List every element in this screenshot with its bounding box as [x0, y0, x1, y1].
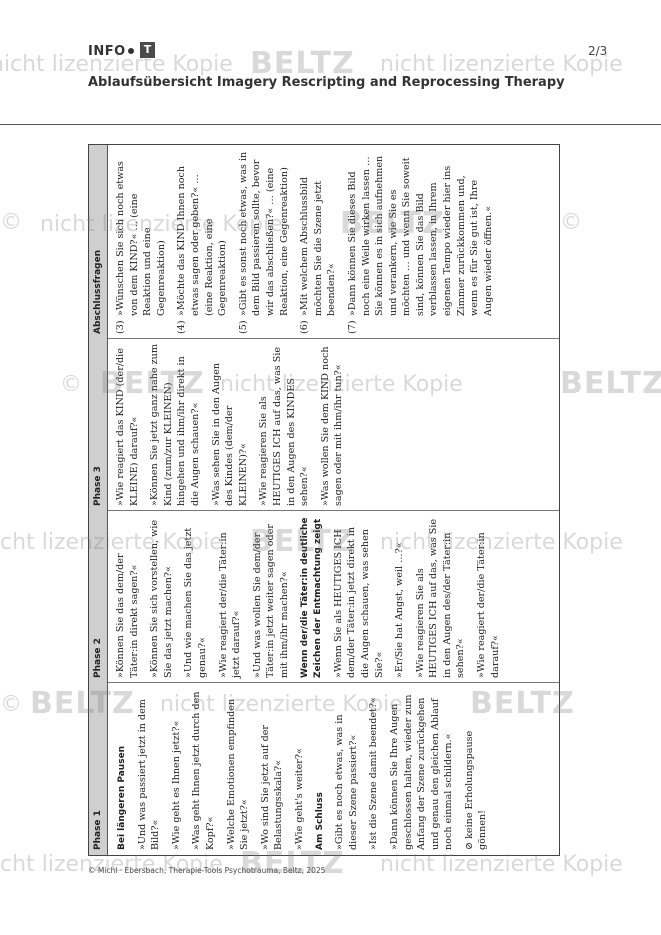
no-sign-icon: ⊘ — [463, 838, 475, 850]
question-text: »Wünschen Sie sich noch etwas von dem KI… — [115, 161, 167, 316]
header-divider — [0, 124, 661, 125]
question: »Wie geht's weiter?« — [293, 748, 305, 850]
numbered-question: (6) »Mit welchem Abschlussbild möchten Si… — [298, 150, 339, 334]
question-text: »Dann können Sie dieses Bild noch eine W… — [346, 155, 494, 316]
question: »Können Sie sich vorstellen, wie Sie das… — [149, 519, 174, 678]
question: »Können Sie jetzt ganz nahe zum Kind (zu… — [149, 344, 201, 506]
copyright-footer: © Michl · Ebersbach, Therapie-Tools Psyc… — [88, 866, 326, 875]
numbered-question: (4) »Möchte das KIND Ihnen noch etwas sag… — [175, 150, 229, 334]
question: »Wie geht es Ihnen jetzt?« — [170, 720, 182, 850]
question: »Dann können Sie Ihre Augen geschlossen … — [388, 694, 455, 850]
question: »Was wollen Sie dem KIND noch sagen oder… — [319, 346, 345, 506]
watermark-copy: © — [0, 692, 22, 717]
watermark-copy: © — [560, 210, 582, 235]
question-number: (3) — [115, 320, 126, 334]
question: »Ist die Szene damit beendet?« — [368, 697, 380, 850]
section-title: Am Schluss — [314, 792, 325, 850]
question: »Wie reagiert der/die Täter:in jetzt dar… — [217, 532, 243, 678]
column-heading: Phase 2 — [89, 511, 108, 683]
condition-note: Wenn der/die Täter:in deutliche Zeichen … — [299, 517, 324, 678]
column-phase3: Phase 3 »Wie reagiert das KIND (der/die … — [89, 338, 559, 511]
question: »Und was wollen Sie dem/der Täter:in jet… — [251, 524, 290, 678]
watermark-copy: © — [60, 372, 82, 397]
column-closing: Abschlussfragen (3) »Wünschen Sie sich no… — [89, 145, 559, 339]
question: »Wie reagieren Sie als HEUTIGES ICH auf … — [414, 518, 467, 678]
question-text: »Gibt es sonst noch etwas, was in dem Bi… — [237, 151, 290, 316]
tag-badge: T — [140, 42, 155, 58]
info-label: INFO — [88, 44, 126, 59]
note: ⊘ keine Erholungspause gönnen! — [463, 688, 490, 850]
overview-table: Phase 1 Bei längeren Pausen »Und was pas… — [88, 144, 560, 856]
column-phase2: Phase 2 »Können Sie das dem/der Täter:in… — [89, 510, 559, 683]
question: »Wo sind Sie jetzt auf der Belastungsska… — [259, 724, 285, 850]
question-text: »Mit welchem Abschlussbild möchten Sie d… — [299, 176, 338, 316]
question: »Wenn Sie als HEUTIGES ICH dem/der Täter… — [332, 527, 385, 678]
question: »Er/Sie hat Angst, weil …?« — [394, 542, 406, 678]
question: »Wie reagiert der/die Täter:in darauf?« — [476, 532, 501, 678]
question-text: »Möchte das KIND Ihnen noch etwas sagen … — [176, 165, 229, 316]
question: »Wie reagieren Sie als HEUTIGES ICH auf … — [258, 346, 311, 506]
numbered-question: (5) »Gibt es sonst noch etwas, was in dem… — [237, 150, 291, 334]
question-number: (4) — [176, 320, 188, 334]
numbered-question: (7) »Dann können Sie dieses Bild noch ein… — [346, 150, 496, 334]
section-title: Bei längeren Pausen — [117, 745, 127, 850]
question: »Können Sie das dem/der Täter:in direkt … — [115, 553, 140, 678]
numbered-question: (3) »Wünschen Sie sich noch etwas von dem… — [114, 150, 168, 334]
column-phase1: Phase 1 Bei längeren Pausen »Und was pas… — [89, 682, 559, 855]
question-number: (6) — [299, 320, 311, 334]
note-text: keine Erholungspause gönnen! — [463, 730, 489, 850]
question: »Was sehen Sie in den Augen des Kindes (… — [210, 362, 249, 506]
question-number: (5) — [237, 320, 249, 334]
question: »Gibt es noch etwas, was in dieser Szene… — [334, 714, 359, 851]
watermark-copy: © — [0, 210, 22, 235]
bullet-icon — [128, 48, 134, 54]
question: »Und was passiert jetzt in dem Bild?« — [136, 699, 162, 850]
question-number: (7) — [346, 320, 358, 334]
page-number: 2/3 — [588, 44, 608, 58]
column-heading: Phase 3 — [89, 339, 108, 511]
question: »Wie reagiert das KIND (der/die KLEINE) … — [115, 348, 140, 506]
watermark-brand: BELTZ — [560, 366, 661, 401]
column-heading: Phase 1 — [89, 683, 108, 855]
question: »Und wie machen Sie das jetzt genau?« — [183, 527, 208, 678]
question: »Welche Emotionen empfinden Sie jetzt?« — [225, 698, 251, 850]
page-title: Ablaufsübersicht Imagery Rescripting and… — [88, 75, 565, 90]
page-header: INFO T 2/3 Ablaufsübersicht Imagery Resc… — [0, 0, 661, 100]
question: »Was geht Ihnen jetzt durch den Kopf?« — [191, 691, 216, 850]
column-heading: Abschlussfragen — [89, 145, 108, 339]
